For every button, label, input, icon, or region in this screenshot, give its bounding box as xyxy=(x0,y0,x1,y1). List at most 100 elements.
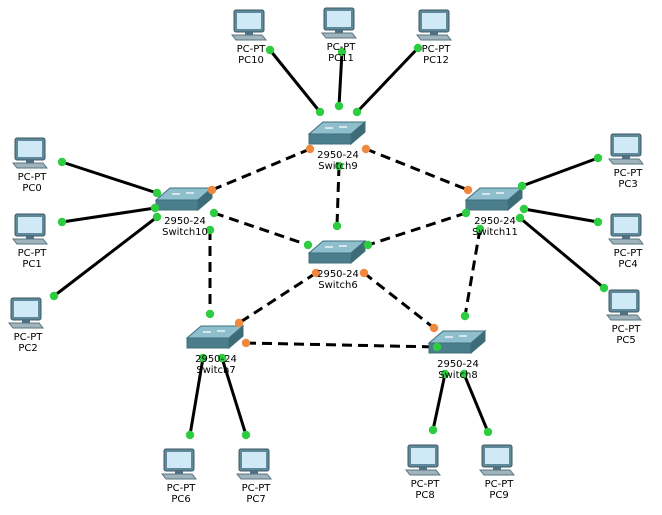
link-pc4-s11[interactable] xyxy=(523,207,599,224)
port-up-indicator xyxy=(428,425,438,435)
link-pc12-s9[interactable] xyxy=(355,46,420,114)
link-pc8-s8[interactable] xyxy=(431,373,447,431)
port-up-indicator xyxy=(515,213,525,223)
switch-model-label: 2950-24 xyxy=(474,216,516,227)
links-layer xyxy=(53,46,605,436)
port-up-indicator xyxy=(459,369,469,379)
pc-name-label: PC10 xyxy=(238,55,264,66)
pc-pc0[interactable] xyxy=(11,137,49,169)
pc-pt-icon xyxy=(605,289,643,321)
switch-model-label: 2950-24 xyxy=(437,359,479,370)
port-up-indicator xyxy=(217,353,227,363)
pc-name-label: PC3 xyxy=(618,179,637,190)
pc-pc1[interactable] xyxy=(11,213,49,245)
port-up-indicator xyxy=(303,240,313,250)
pc-name-label: PC6 xyxy=(171,494,190,505)
switch-2950-icon xyxy=(154,186,214,212)
pc-pc8[interactable] xyxy=(404,444,442,476)
link-s9-s10[interactable] xyxy=(211,147,311,192)
pc-model-label: PC-PT xyxy=(614,168,644,179)
switch-s6[interactable] xyxy=(307,239,367,265)
port-up-indicator xyxy=(185,430,195,440)
port-up-indicator xyxy=(315,107,325,117)
pc-pc11[interactable] xyxy=(320,7,358,39)
pc-pt-icon xyxy=(235,448,273,480)
port-up-indicator xyxy=(413,43,423,53)
switch-name-label: Switch6 xyxy=(318,280,357,291)
port-up-indicator xyxy=(517,181,527,191)
link-pc9-s8[interactable] xyxy=(462,373,490,433)
switch-model-label: 2950-24 xyxy=(317,150,359,161)
port-blocked-indicator xyxy=(463,185,473,195)
port-up-indicator xyxy=(337,47,347,57)
pc-pc6[interactable] xyxy=(160,448,198,480)
pc-model-label: PC-PT xyxy=(242,483,272,494)
link-s11-s6[interactable] xyxy=(367,211,467,247)
port-up-indicator xyxy=(440,369,450,379)
switch-s9[interactable] xyxy=(307,120,367,146)
pc-pt-icon xyxy=(607,213,645,245)
link-pc7-s7[interactable] xyxy=(220,357,248,436)
link-s7-s8[interactable] xyxy=(245,341,438,349)
pc-name-label: PC9 xyxy=(489,490,508,501)
link-s6-s8[interactable] xyxy=(463,228,482,317)
port-up-indicator xyxy=(150,203,160,213)
port-up-indicator xyxy=(241,430,251,440)
link-pc10-s9[interactable] xyxy=(268,49,322,113)
port-blocked-indicator xyxy=(361,144,371,154)
switch-s7[interactable] xyxy=(185,324,245,350)
pc-pt-icon xyxy=(415,9,453,41)
pc-pc3[interactable] xyxy=(607,133,645,165)
link-s10-s6[interactable] xyxy=(213,211,309,247)
link-pc11-s9[interactable] xyxy=(337,51,344,107)
port-up-indicator xyxy=(432,342,442,352)
switch-s10[interactable] xyxy=(154,186,214,212)
link-pc2-s10[interactable] xyxy=(53,215,158,298)
pc-pc12[interactable] xyxy=(415,9,453,41)
pc-name-label: PC0 xyxy=(22,183,41,194)
pc-pc5[interactable] xyxy=(605,289,643,321)
switch-model-label: 2950-24 xyxy=(195,354,237,365)
port-blocked-indicator xyxy=(429,323,439,333)
switch-model-label: 2950-24 xyxy=(164,216,206,227)
link-pc0-s10[interactable] xyxy=(61,160,158,195)
port-up-indicator xyxy=(475,224,485,234)
labels-layer: 2950-24Switch92950-24Switch102950-24Swit… xyxy=(14,42,644,505)
pc-name-label: PC11 xyxy=(328,53,354,64)
port-up-indicator xyxy=(593,153,603,163)
pc-name-label: PC2 xyxy=(18,343,37,354)
pc-pc2[interactable] xyxy=(7,297,45,329)
link-s9-s6[interactable] xyxy=(335,165,341,227)
link-pc6-s7[interactable] xyxy=(188,357,205,436)
link-pc3-s11[interactable] xyxy=(521,156,599,188)
port-blocked-indicator xyxy=(241,338,251,348)
port-up-indicator xyxy=(265,45,275,55)
switch-s11[interactable] xyxy=(464,186,524,212)
pc-pc10[interactable] xyxy=(230,9,268,41)
port-up-indicator xyxy=(49,291,59,301)
link-pc1-s10[interactable] xyxy=(61,206,156,224)
pc-pc7[interactable] xyxy=(235,448,273,480)
pc-pc9[interactable] xyxy=(478,444,516,476)
switch-2950-icon xyxy=(307,120,367,146)
switch-2950-icon xyxy=(185,324,245,350)
link-s10-s7[interactable] xyxy=(238,271,317,325)
pc-model-label: PC-PT xyxy=(485,479,515,490)
pc-model-label: PC-PT xyxy=(237,44,267,55)
pc-name-label: PC4 xyxy=(618,259,637,270)
port-up-indicator xyxy=(57,157,67,167)
ports-layer xyxy=(49,43,609,440)
link-pc5-s11[interactable] xyxy=(519,216,605,290)
pc-model-label: PC-PT xyxy=(167,483,197,494)
pc-model-label: PC-PT xyxy=(422,44,452,55)
pc-pc4[interactable] xyxy=(607,213,645,245)
port-up-indicator xyxy=(205,225,215,235)
port-up-indicator xyxy=(334,101,344,111)
pc-pt-icon xyxy=(478,444,516,476)
pc-model-label: PC-PT xyxy=(614,248,644,259)
link-s9-s11[interactable] xyxy=(365,147,469,192)
port-up-indicator xyxy=(57,217,67,227)
link-s11-s8[interactable] xyxy=(363,271,435,330)
port-blocked-indicator xyxy=(359,268,369,278)
